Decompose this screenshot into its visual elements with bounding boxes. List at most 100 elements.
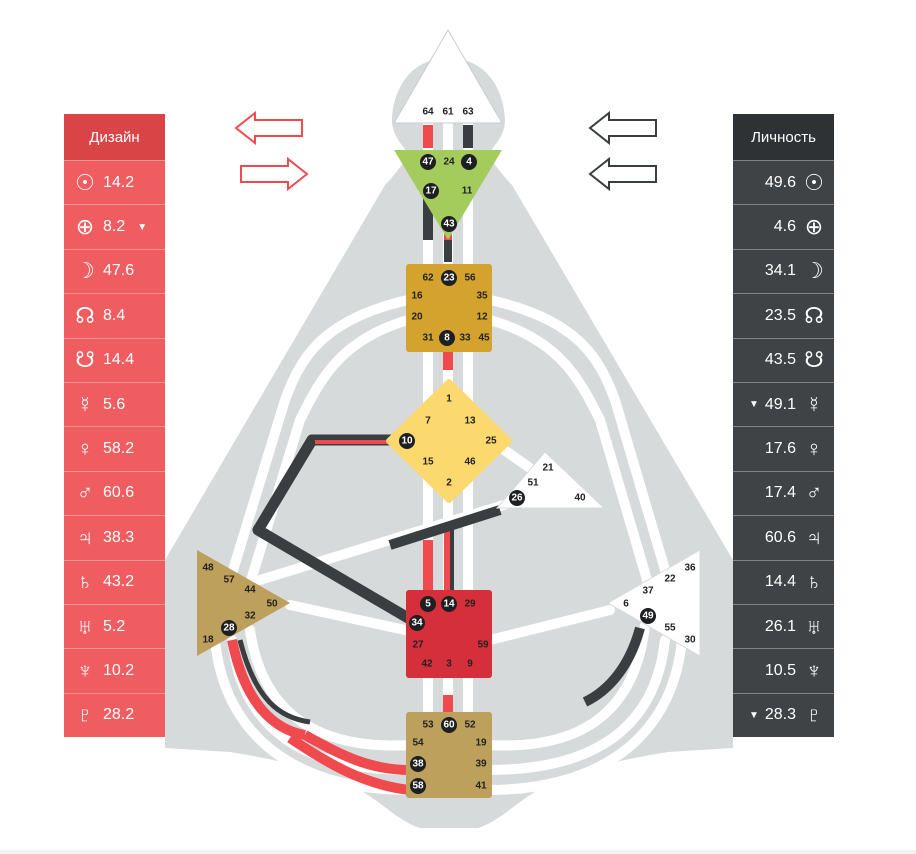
design-arrow-top (234, 110, 303, 146)
gate-56[interactable]: 56 (464, 273, 476, 284)
gate-54[interactable]: 54 (412, 738, 424, 749)
gate-46[interactable]: 46 (464, 457, 476, 468)
design-row-earth[interactable]: ⊕8.2▼ (64, 204, 165, 249)
design-panel: Дизайн ☉14.2⊕8.2▼☽47.6☊8.4☋14.4☿5.6♀58.2… (64, 114, 165, 738)
design-gate-line-value: 43.2 (103, 573, 135, 591)
gate-60[interactable]: 60 (443, 720, 455, 731)
gate-22[interactable]: 22 (664, 574, 676, 585)
triangle-down-icon: ▼ (137, 221, 148, 233)
design-row-south-node[interactable]: ☋14.4 (64, 337, 165, 382)
gate-63[interactable]: 63 (462, 107, 474, 118)
gate-1[interactable]: 1 (446, 394, 452, 405)
gate-5[interactable]: 5 (425, 599, 431, 610)
active-gate-marker (420, 154, 436, 170)
gate-59[interactable]: 59 (477, 640, 489, 651)
gate-49[interactable]: 49 (642, 611, 654, 622)
gate-45[interactable]: 45 (478, 333, 490, 344)
design-row-north-node[interactable]: ☊8.4 (64, 293, 165, 338)
gate-9[interactable]: 9 (467, 659, 473, 670)
gate-41[interactable]: 41 (475, 781, 487, 792)
gate-29[interactable]: 29 (464, 599, 476, 610)
personality-row-south-node[interactable]: 43.5☋ (733, 337, 834, 382)
gate-38[interactable]: 38 (412, 759, 424, 770)
gate-30[interactable]: 30 (684, 635, 696, 646)
gate-13[interactable]: 13 (464, 416, 476, 427)
gate-44[interactable]: 44 (244, 585, 256, 596)
gate-43[interactable]: 43 (443, 219, 455, 230)
gate-39[interactable]: 39 (475, 759, 487, 770)
gate-32[interactable]: 32 (244, 611, 256, 622)
active-gate-marker (409, 615, 425, 631)
gate-2[interactable]: 2 (446, 478, 452, 489)
gate-40[interactable]: 40 (574, 493, 586, 504)
design-row-moon[interactable]: ☽47.6 (64, 248, 165, 294)
design-row-uranus[interactable]: ♅5.2 (64, 603, 165, 649)
personality-row-saturn[interactable]: 14.4♄ (733, 559, 834, 604)
gate-16[interactable]: 16 (411, 291, 423, 302)
gate-58[interactable]: 58 (412, 781, 424, 792)
gate-19[interactable]: 19 (475, 738, 487, 749)
gate-17[interactable]: 17 (425, 186, 437, 197)
gate-42[interactable]: 42 (421, 659, 433, 670)
gate-25[interactable]: 25 (485, 436, 497, 447)
personality-row-pluto[interactable]: ▼28.3♇ (733, 692, 834, 738)
gate-6[interactable]: 6 (623, 599, 629, 610)
gate-4[interactable]: 4 (466, 157, 472, 168)
gate-18[interactable]: 18 (202, 635, 214, 646)
gate-47[interactable]: 47 (422, 157, 434, 168)
design-row-saturn[interactable]: ♄43.2 (64, 559, 165, 604)
gate-51[interactable]: 51 (527, 478, 539, 489)
design-row-pluto[interactable]: ♇28.2 (64, 692, 165, 738)
gate-14[interactable]: 14 (443, 599, 455, 610)
design-row-mercury[interactable]: ☿5.6 (64, 381, 165, 427)
personality-row-neptune[interactable]: 10.5♆ (733, 648, 834, 693)
gate-62[interactable]: 62 (422, 273, 434, 284)
gate-34[interactable]: 34 (411, 618, 423, 629)
personality-row-sun[interactable]: 49.6☉ (733, 160, 834, 205)
active-gate-marker (441, 216, 457, 232)
design-row-neptune[interactable]: ♆10.2 (64, 648, 165, 693)
gate-7[interactable]: 7 (425, 416, 431, 427)
personality-row-mercury[interactable]: ▼49.1☿ (733, 381, 834, 427)
gate-36[interactable]: 36 (684, 563, 696, 574)
gate-15[interactable]: 15 (422, 457, 434, 468)
gate-10[interactable]: 10 (401, 436, 413, 447)
personality-row-jupiter[interactable]: 60.6♃ (733, 515, 834, 560)
design-row-mars[interactable]: ♂60.6 (64, 470, 165, 516)
gate-64[interactable]: 64 (422, 107, 434, 118)
personality-row-mars[interactable]: 17.4♂ (733, 470, 834, 516)
gate-31[interactable]: 31 (422, 333, 434, 344)
pluto-icon: ♇ (76, 702, 94, 728)
gate-53[interactable]: 53 (422, 720, 434, 731)
gate-37[interactable]: 37 (642, 586, 654, 597)
personality-row-moon[interactable]: 34.1☽ (733, 248, 834, 294)
gate-35[interactable]: 35 (476, 291, 488, 302)
personality-row-earth[interactable]: 4.6⊕ (733, 204, 834, 249)
gate-3[interactable]: 3 (446, 659, 452, 670)
gate-33[interactable]: 33 (459, 333, 471, 344)
gate-20[interactable]: 20 (411, 312, 423, 323)
gate-8[interactable]: 8 (444, 333, 450, 344)
personality-row-uranus[interactable]: 26.1♅ (733, 603, 834, 649)
gate-23[interactable]: 23 (443, 273, 455, 284)
personality-row-north-node[interactable]: 23.5☊ (733, 293, 834, 338)
gate-28[interactable]: 28 (223, 623, 235, 634)
personality-row-venus[interactable]: 17.6♀ (733, 426, 834, 471)
gate-26[interactable]: 26 (511, 493, 523, 504)
gate-57[interactable]: 57 (223, 575, 235, 586)
design-row-venus[interactable]: ♀58.2 (64, 426, 165, 471)
gate-24[interactable]: 24 (443, 157, 455, 168)
gate-55[interactable]: 55 (664, 623, 676, 634)
gate-48[interactable]: 48 (202, 563, 214, 574)
gate-27[interactable]: 27 (412, 640, 424, 651)
design-row-jupiter[interactable]: ♃38.3 (64, 515, 165, 560)
gate-12[interactable]: 12 (476, 312, 488, 323)
gate-52[interactable]: 52 (464, 720, 476, 731)
gate-21[interactable]: 21 (542, 463, 554, 474)
gate-61[interactable]: 61 (442, 107, 454, 118)
design-row-sun[interactable]: ☉14.2 (64, 160, 165, 205)
active-gate-marker (441, 270, 457, 286)
gate-11[interactable]: 11 (462, 186, 473, 197)
gate-50[interactable]: 50 (266, 599, 278, 610)
